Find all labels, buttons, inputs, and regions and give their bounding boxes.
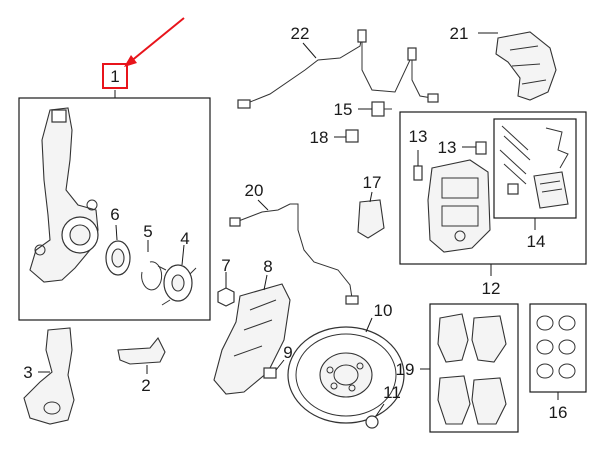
callout-19: 19 — [396, 360, 415, 379]
brake-pads — [437, 313, 507, 425]
wheel-hub — [157, 244, 197, 306]
brake-caliper — [427, 159, 491, 253]
callout-3: 3 — [23, 363, 32, 382]
caliper-bolt-long — [358, 101, 392, 117]
callout-11: 11 — [383, 383, 401, 402]
callout-16: 16 — [549, 403, 568, 422]
callout-17: 17 — [363, 173, 382, 192]
assembly-19-frame — [429, 303, 519, 433]
callout-1: 1 — [110, 67, 119, 86]
callout-20: 20 — [245, 181, 264, 200]
sensor-wire-lower — [229, 199, 359, 305]
callout-6: 6 — [110, 205, 119, 224]
callout-18: 18 — [310, 128, 329, 147]
callout-15: 15 — [334, 100, 353, 119]
bracket — [117, 336, 166, 374]
piston-seals — [536, 315, 576, 379]
shield-bolt — [263, 359, 285, 379]
dust-shield-lower — [23, 327, 75, 425]
callout-13-right: 13 — [438, 138, 457, 157]
callout-4: 4 — [180, 229, 189, 248]
assembly-16-frame — [529, 303, 587, 393]
callout-7: 7 — [221, 256, 230, 275]
snap-ring — [141, 240, 163, 291]
callout-12: 12 — [482, 279, 501, 298]
callout-22: 22 — [291, 24, 310, 43]
hub-nut — [217, 272, 235, 307]
bleeder-screw-right — [462, 141, 487, 155]
callout-21: 21 — [450, 24, 469, 43]
rotor-screw — [365, 403, 385, 429]
bleeder-screw-left — [413, 150, 423, 181]
caliper-bolt-short — [334, 129, 359, 143]
wheel-bearing — [105, 224, 131, 276]
callout-10: 10 — [374, 301, 393, 320]
hardware-kit — [499, 125, 569, 209]
caliper-mounting-bracket — [478, 31, 557, 101]
callout-8: 8 — [263, 257, 272, 276]
callout-2: 2 — [141, 376, 150, 395]
brake-hose-clip — [357, 191, 385, 239]
brake-rotor — [287, 317, 405, 424]
steering-knuckle — [29, 107, 99, 283]
sensor-wire-top — [237, 29, 439, 109]
highlight-box — [102, 63, 128, 89]
callout-14: 14 — [527, 232, 546, 251]
callout-13-left: 13 — [409, 127, 428, 146]
splash-shield — [213, 274, 291, 395]
callout-5: 5 — [143, 222, 152, 241]
callout-9: 9 — [283, 343, 292, 362]
assembly-12-frame — [399, 111, 587, 265]
highlight-arrow — [124, 17, 185, 67]
